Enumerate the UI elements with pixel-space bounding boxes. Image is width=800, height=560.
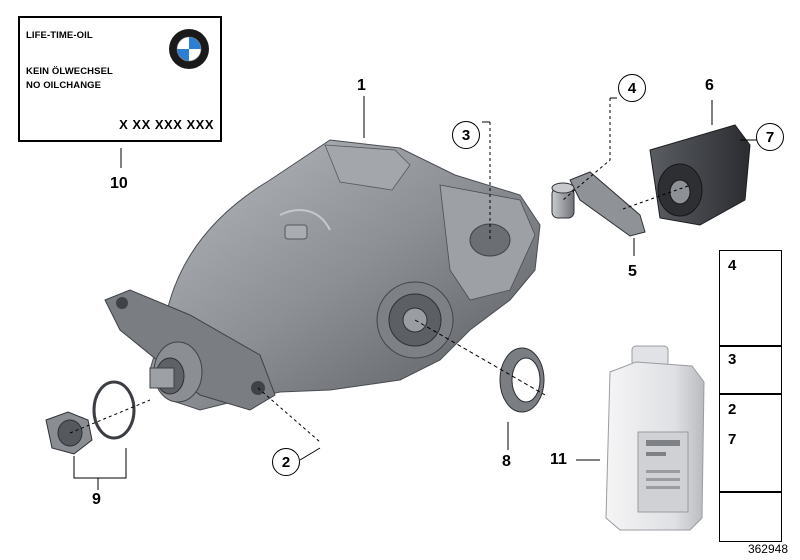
catalog-number: 362948 (747, 542, 788, 556)
callout-2-circled: 2 (272, 448, 300, 476)
callout-1: 1 (357, 77, 366, 94)
label-line-life-time-oil: LIFE-TIME-OIL (26, 30, 93, 41)
legend-number-4: 4 (728, 257, 737, 274)
callout-8: 8 (502, 453, 511, 470)
callout-4-circled: 4 (618, 74, 646, 102)
label-line-no-oilchange: NO OILCHANGE (26, 80, 102, 91)
label-part-code: X XX XXX XXX (119, 117, 214, 132)
callout-6: 6 (705, 77, 714, 94)
o-ring (92, 380, 136, 440)
legend-number-7: 7 (728, 431, 737, 448)
callout-7-circled: 7 (756, 123, 784, 151)
legend-box-arrow (719, 492, 782, 542)
rubber-mount (649, 124, 751, 226)
mounting-bracket (551, 171, 646, 237)
callout-10: 10 (110, 175, 128, 192)
callout-5: 5 (628, 263, 637, 280)
leader-lines (69, 96, 758, 490)
shaft-seal-ring (499, 347, 545, 413)
legend-box-bolt: 4 (719, 250, 782, 346)
legend-box-nut: 3 (719, 346, 782, 394)
bmw-logo-icon (169, 29, 209, 69)
callout-3-circled: 3 (452, 121, 480, 149)
differential-housing (104, 139, 541, 411)
oil-bottle (605, 345, 705, 531)
legend-number-2: 2 (728, 401, 737, 418)
callout-9: 9 (92, 491, 101, 508)
callout-11: 11 (550, 451, 567, 468)
legend-box-bolt-long: 2 7 (719, 394, 782, 492)
collar-nut (45, 411, 93, 455)
legend-number-3: 3 (728, 351, 737, 368)
oil-label-card: LIFE-TIME-OIL KEIN ÖLWECHSEL NO OILCHANG… (18, 16, 222, 142)
label-line-kein-oelwechsel: KEIN ÖLWECHSEL (26, 66, 113, 77)
